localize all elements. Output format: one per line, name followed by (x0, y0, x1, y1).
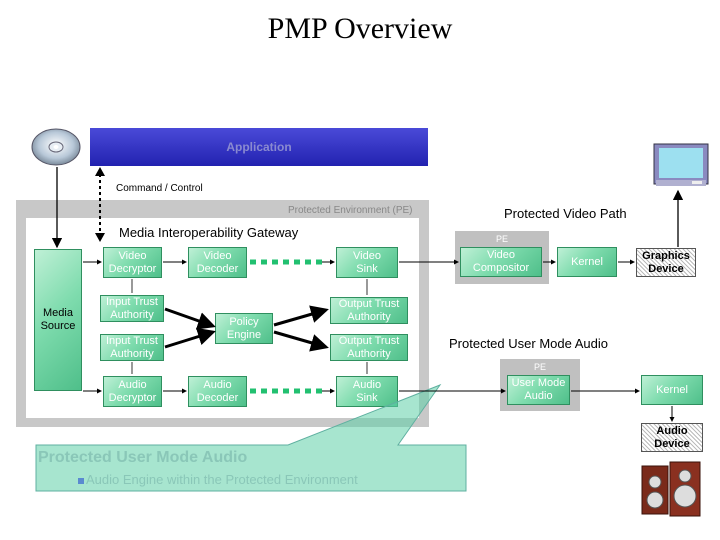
bullet-icon (78, 477, 84, 484)
graphics-device-box: Graphics Device (636, 248, 696, 277)
audio-pe-tag: PE (533, 362, 546, 372)
input-trust-authority-top: Input Trust Authority (100, 295, 164, 322)
input-trust-authority-bottom: Input Trust Authority (100, 334, 164, 361)
audio-decoder-box: Audio Decoder (188, 376, 247, 407)
mig-heading: Media Interoperability Gateway (119, 225, 299, 240)
pe-region-label: Protected Environment (PE) (288, 205, 413, 216)
audio-sink-box: Audio Sink (336, 376, 398, 407)
video-pe-tag: PE (495, 234, 508, 244)
video-sink-box: Video Sink (336, 247, 398, 278)
monitor-icon (653, 143, 709, 186)
video-kernel-box: Kernel (557, 247, 617, 277)
disc-icon (31, 128, 81, 166)
media-source-box: Media Source (34, 249, 82, 391)
callout-shape (35, 383, 467, 492)
callout-bullet: Audio Engine within the Protected Enviro… (78, 472, 358, 487)
video-decryptor-box: Video Decryptor (103, 247, 162, 278)
output-trust-authority-top: Output Trust Authority (330, 297, 408, 324)
output-trust-authority-bottom: Output Trust Authority (330, 334, 408, 361)
video-compositor-box: Video Compositor (460, 247, 542, 277)
audio-device-box: Audio Device (641, 423, 703, 452)
callout-title: Protected User Mode Audio (38, 449, 248, 466)
speaker-icon (641, 461, 701, 517)
command-control-label: Command / Control (116, 183, 203, 194)
video-decoder-box: Video Decoder (188, 247, 247, 278)
audio-path-heading: Protected User Mode Audio (449, 336, 608, 351)
video-path-heading: Protected Video Path (504, 206, 627, 221)
policy-engine-box: Policy Engine (215, 313, 273, 344)
audio-kernel-box: Kernel (641, 375, 703, 405)
user-mode-audio-box: User Mode Audio (507, 375, 570, 405)
application-bar: Application (90, 128, 428, 166)
audio-decryptor-box: Audio Decryptor (103, 376, 162, 407)
page-title: PMP Overview (267, 12, 453, 45)
callout-bullet-text: Audio Engine within the Protected Enviro… (86, 472, 358, 487)
